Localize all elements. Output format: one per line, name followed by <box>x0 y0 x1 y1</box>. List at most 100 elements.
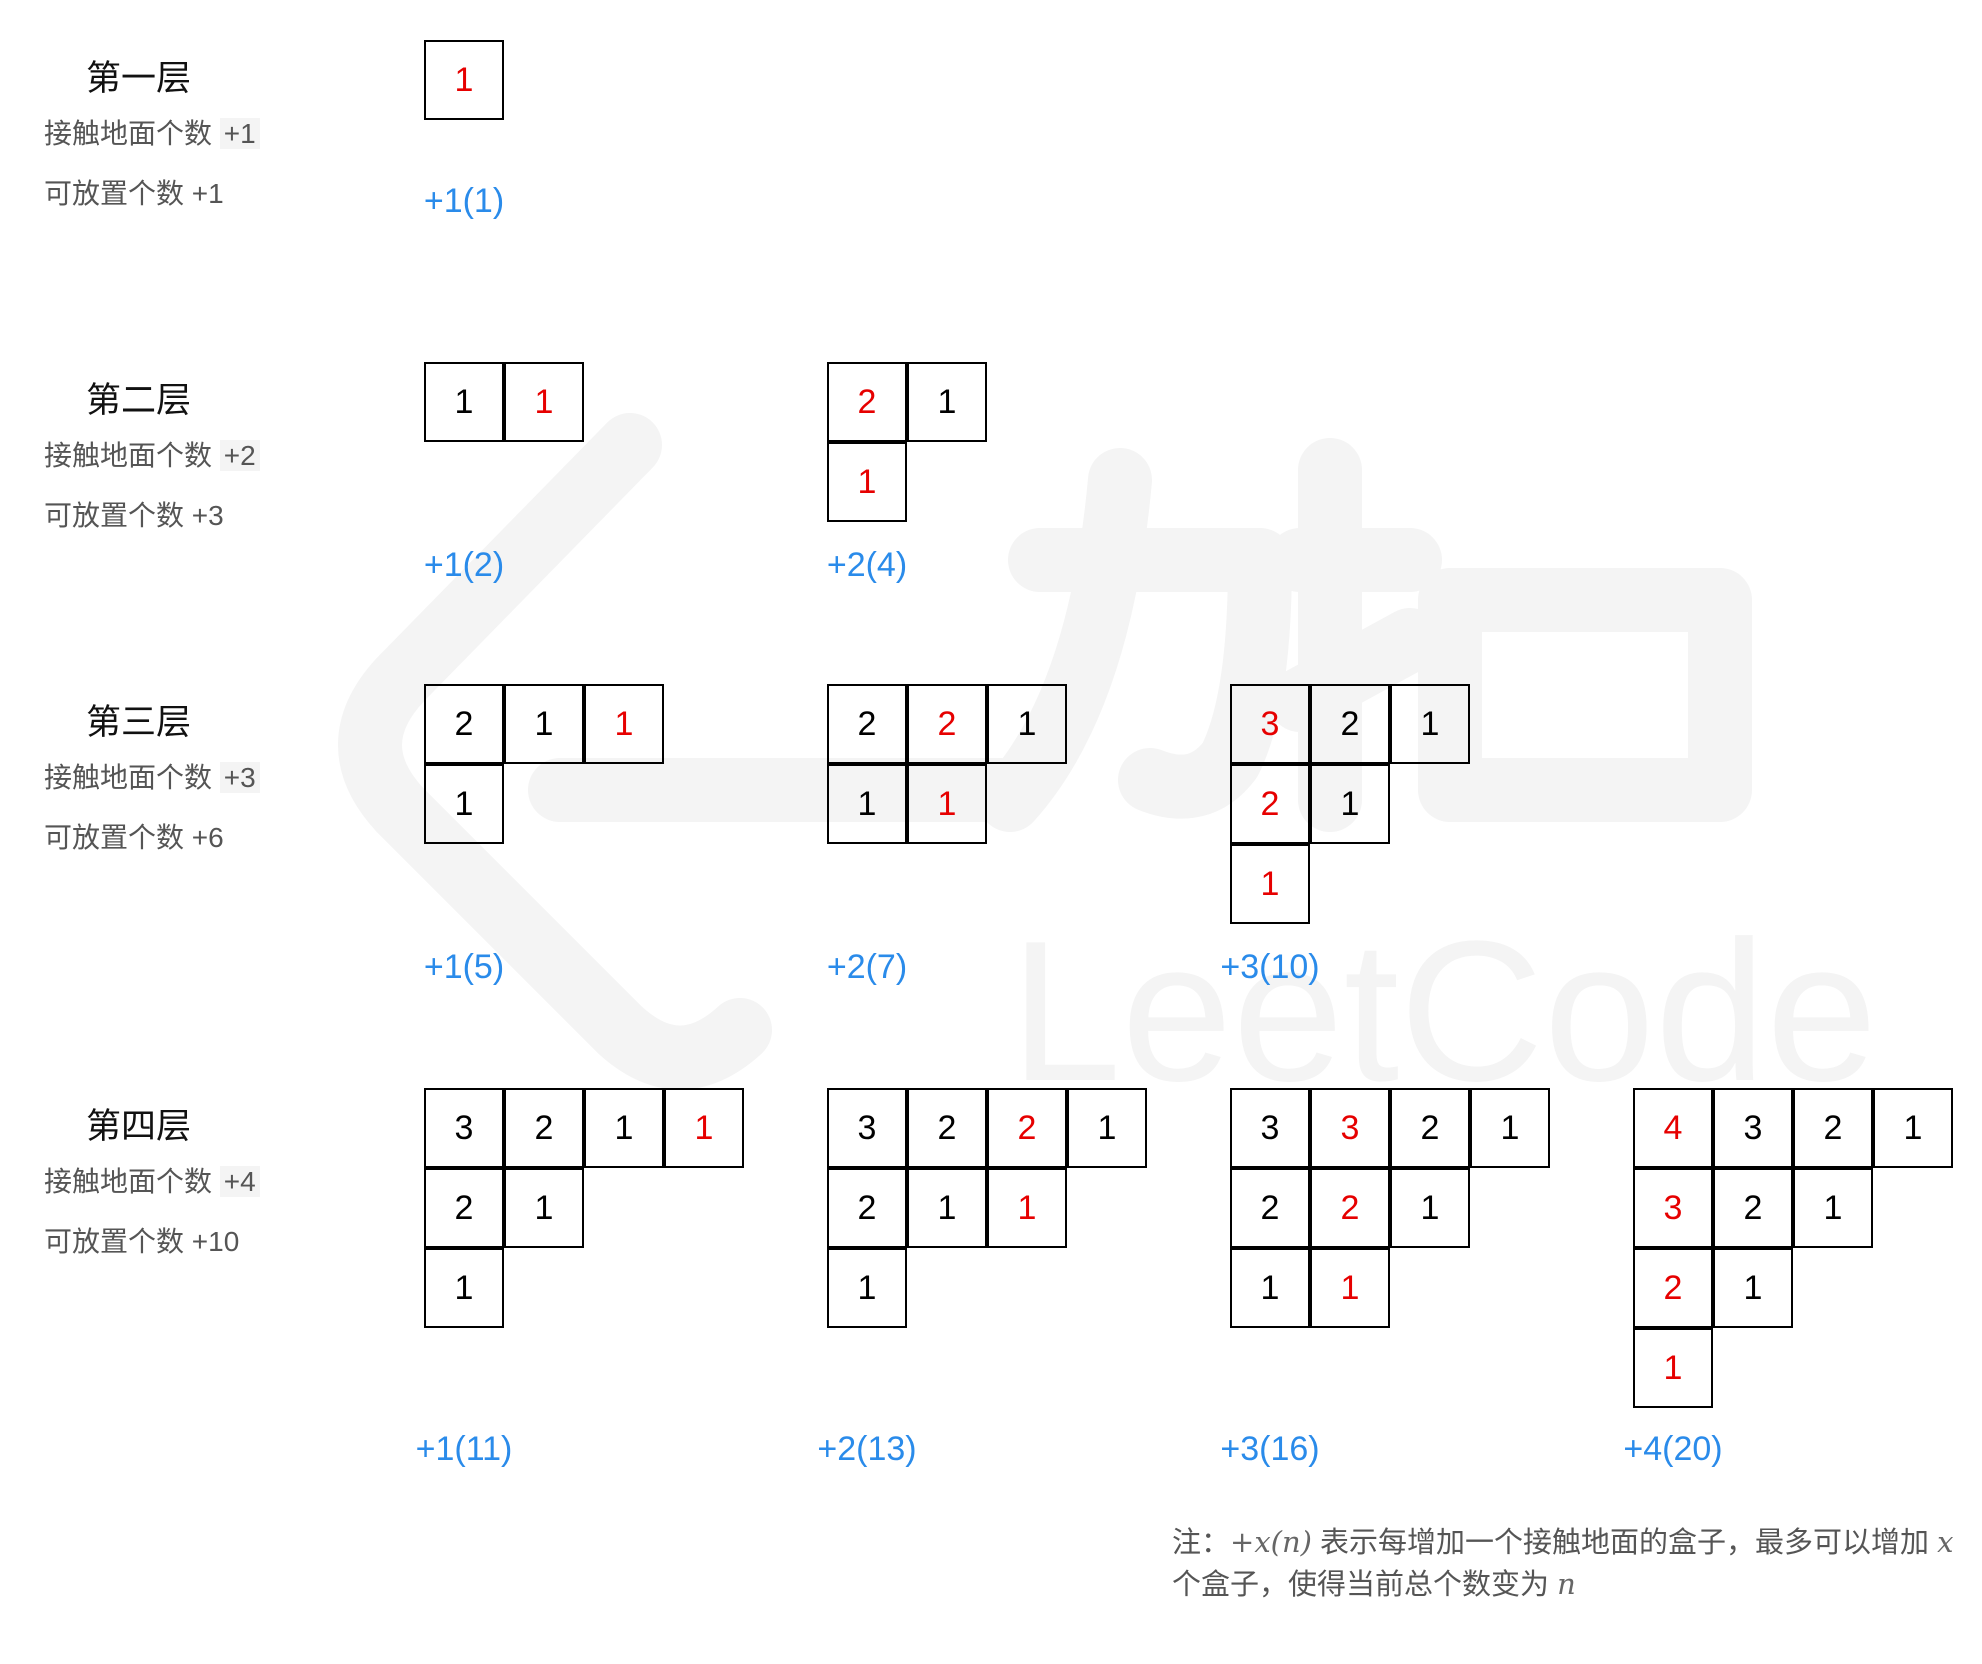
increment-label: +1(1) <box>423 182 505 220</box>
leetcode-logo-icon <box>338 413 772 1090</box>
box-cell: 1 <box>827 1248 907 1328</box>
box-cell: 1 <box>1793 1168 1873 1248</box>
placeable-count: 可放置个数 +1 <box>44 172 224 212</box>
contact-label: 接触地面个数 <box>44 1166 213 1197</box>
contact-count: 接触地面个数 +4 <box>44 1160 260 1200</box>
box-cell-new: 4 <box>1633 1088 1713 1168</box>
box-cell: 1 <box>1873 1088 1953 1168</box>
increment-label: +1(5) <box>423 948 505 986</box>
box-cell-new: 1 <box>1310 1248 1390 1328</box>
box-cell-new: 2 <box>827 362 907 442</box>
contact-value: +1 <box>219 118 260 149</box>
box-cell: 2 <box>827 684 907 764</box>
box-cell-new: 2 <box>1310 1168 1390 1248</box>
increment-label: +2(7) <box>826 948 908 986</box>
contact-label: 接触地面个数 <box>44 762 213 793</box>
increment-label: +1(11) <box>415 1430 513 1468</box>
contact-value: +3 <box>219 762 260 793</box>
box-cell-new: 2 <box>1633 1248 1713 1328</box>
box-cell: 2 <box>1230 1168 1310 1248</box>
increment-label: +3(16) <box>1220 1430 1320 1468</box>
box-cell: 1 <box>1390 684 1470 764</box>
box-cell: 2 <box>1310 684 1390 764</box>
layer-title: 第二层 <box>86 381 192 420</box>
note-math-xn: +x(n) <box>1230 1525 1312 1559</box>
box-cell: 1 <box>1310 764 1390 844</box>
note-prefix: 注： <box>1172 1527 1231 1559</box>
note-text-1: 表示每增加一个接触地面的盒子，最多可以增加 <box>1311 1527 1938 1559</box>
box-cell-new: 3 <box>1633 1168 1713 1248</box>
box-cell: 1 <box>1713 1248 1793 1328</box>
place-value: +10 <box>191 1226 240 1257</box>
footnote: 注：+x(n) 表示每增加一个接触地面的盒子，最多可以增加 x 个盒子，使得当前… <box>1172 1522 1962 1606</box>
box-cell: 2 <box>907 1088 987 1168</box>
box-cell-new: 2 <box>907 684 987 764</box>
layer-title: 第四层 <box>86 1107 192 1146</box>
box-cell: 1 <box>424 1248 504 1328</box>
box-cell-new: 1 <box>664 1088 744 1168</box>
box-cell: 1 <box>504 684 584 764</box>
box-cell: 1 <box>907 362 987 442</box>
box-cell-new: 1 <box>504 362 584 442</box>
watermark-brand-glyphs <box>978 438 1752 832</box>
increment-label: +4(20) <box>1623 1430 1723 1468</box>
contact-label: 接触地面个数 <box>44 440 213 471</box>
box-cell-new: 1 <box>584 684 664 764</box>
box-cell: 1 <box>1230 1248 1310 1328</box>
placeable-count: 可放置个数 +3 <box>44 494 224 534</box>
contact-count: 接触地面个数 +3 <box>44 756 260 796</box>
layer-title: 第一层 <box>86 59 192 98</box>
increment-label: +2(13) <box>817 1430 917 1468</box>
note-text-2: 个盒子，使得当前总个数变为 <box>1172 1569 1558 1601</box>
box-cell: 1 <box>584 1088 664 1168</box>
box-cell: 3 <box>1230 1088 1310 1168</box>
place-label: 可放置个数 <box>44 1226 185 1257</box>
box-cell: 2 <box>424 1168 504 1248</box>
note-math-n: n <box>1557 1567 1576 1601</box>
placeable-count: 可放置个数 +10 <box>44 1220 239 1260</box>
box-cell-new: 1 <box>1230 844 1310 924</box>
contact-value: +4 <box>219 1166 260 1197</box>
place-value: +3 <box>191 500 224 531</box>
note-math-x: x <box>1937 1525 1954 1559</box>
increment-label: +2(4) <box>826 546 908 584</box>
watermark-text: LeetCode <box>1010 900 1877 1123</box>
box-cell-new: 1 <box>1633 1328 1713 1408</box>
layer-title: 第三层 <box>86 703 192 742</box>
box-cell: 1 <box>907 1168 987 1248</box>
box-cell: 3 <box>827 1088 907 1168</box>
place-label: 可放置个数 <box>44 500 185 531</box>
box-cell: 2 <box>827 1168 907 1248</box>
box-cell: 2 <box>1713 1168 1793 1248</box>
box-cell-new: 1 <box>907 764 987 844</box>
place-label: 可放置个数 <box>44 822 185 853</box>
box-cell-new: 2 <box>1230 764 1310 844</box>
contact-count: 接触地面个数 +2 <box>44 434 260 474</box>
box-cell-new: 3 <box>1310 1088 1390 1168</box>
box-cell-new: 1 <box>424 40 504 120</box>
box-cell: 1 <box>504 1168 584 1248</box>
box-cell-new: 2 <box>987 1088 1067 1168</box>
box-cell: 1 <box>987 684 1067 764</box>
contact-count: 接触地面个数 +1 <box>44 112 260 152</box>
place-value: +6 <box>191 822 224 853</box>
place-label: 可放置个数 <box>44 178 185 209</box>
contact-label: 接触地面个数 <box>44 118 213 149</box>
box-cell: 1 <box>1390 1168 1470 1248</box>
box-cell: 2 <box>1390 1088 1470 1168</box>
box-cell: 2 <box>1793 1088 1873 1168</box>
box-cell: 2 <box>504 1088 584 1168</box>
contact-value: +2 <box>219 440 260 471</box>
box-cell: 2 <box>424 684 504 764</box>
place-value: +1 <box>191 178 224 209</box>
increment-label: +1(2) <box>423 546 505 584</box>
box-cell: 1 <box>424 362 504 442</box>
box-cell: 1 <box>424 764 504 844</box>
box-cell: 3 <box>424 1088 504 1168</box>
box-cell: 3 <box>1713 1088 1793 1168</box>
box-cell: 1 <box>827 764 907 844</box>
increment-label: +3(10) <box>1220 948 1320 986</box>
box-cell: 1 <box>1470 1088 1550 1168</box>
placeable-count: 可放置个数 +6 <box>44 816 224 856</box>
